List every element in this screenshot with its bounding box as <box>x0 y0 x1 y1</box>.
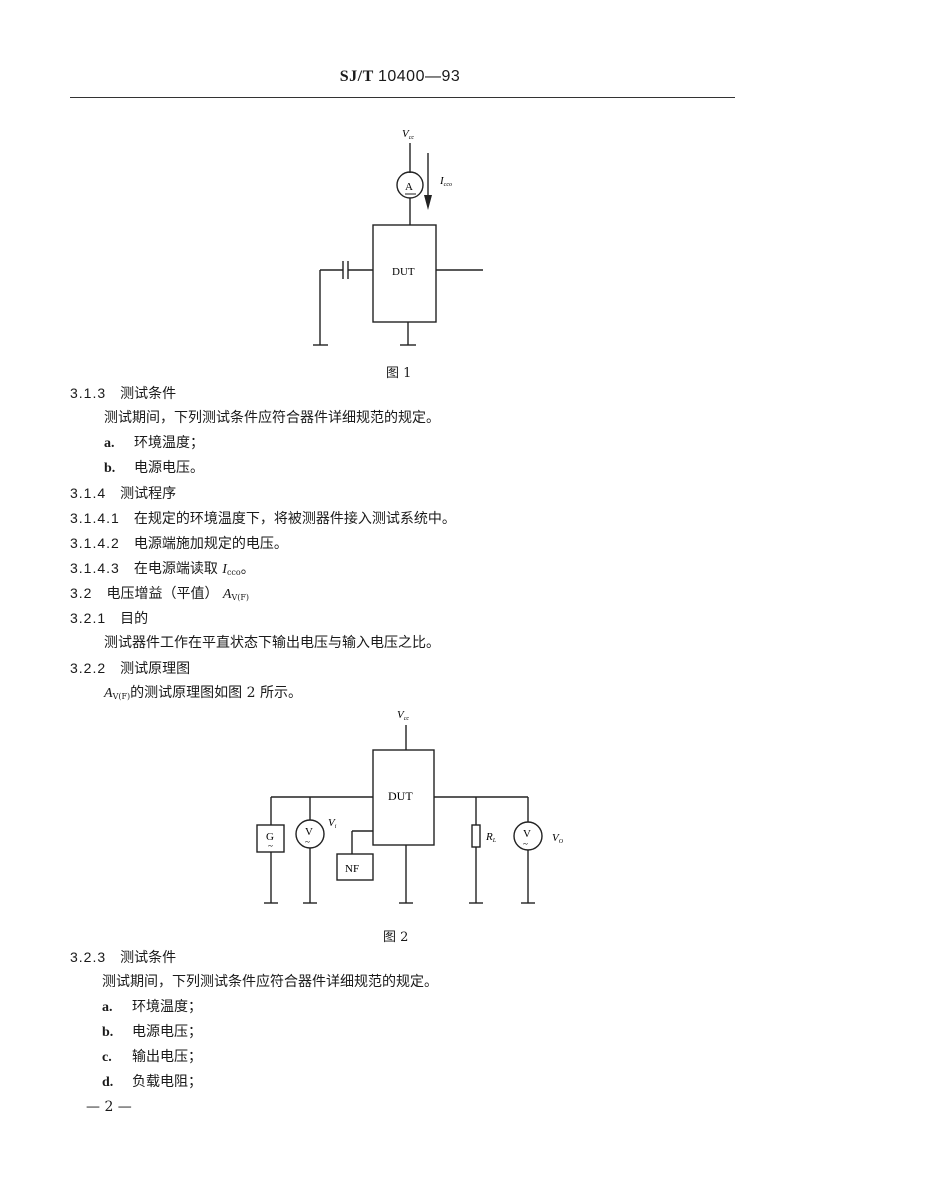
condition-item: d.负载电阻； <box>102 1074 202 1090</box>
fig1-vcc-label: Vcc <box>402 128 414 141</box>
section-3-2-1-text: 测试器件工作在平直状态下输出电压与输入电压之比。 <box>104 635 440 651</box>
document-header: SJ/T 10400—93 <box>0 68 800 86</box>
section-3-2-2-text: AV(F)的测试原理图如图 2 所示。 <box>104 685 302 701</box>
load-resistor-label: RL <box>485 831 497 844</box>
fig2-vcc-label: Vcc <box>397 709 409 722</box>
ac-symbol: ~ <box>305 837 310 847</box>
condition-item: b.电源电压； <box>102 1024 202 1040</box>
fig1-current-label: Icco <box>439 175 452 188</box>
figure-2-caption: 图 2 <box>383 930 409 945</box>
output-voltage-label: VO <box>552 832 564 845</box>
figure-1-circuit: Vcc A Icco DUT <box>313 128 483 346</box>
condition-item: b.电源电压。 <box>104 460 204 476</box>
header-rule <box>70 97 735 98</box>
fig2-dut-label: DUT <box>388 789 413 803</box>
input-voltage-label: Vi <box>328 817 337 830</box>
figure-2-circuit: Vcc DUT G ~ V ~ Vi NF RL V ~ VO <box>256 709 564 904</box>
section-3-1-3-intro: 测试期间，下列测试条件应符合器件详细规范的规定。 <box>104 410 440 426</box>
output-meter-label: V <box>523 828 531 840</box>
standard-number: 10400—93 <box>377 68 461 85</box>
ac-symbol: ~ <box>268 841 273 851</box>
ammeter-label: A <box>405 181 413 193</box>
condition-item: c.输出电压； <box>102 1049 202 1065</box>
fig1-dut-label: DUT <box>392 266 415 278</box>
figure-1-caption: 图 1 <box>386 366 412 381</box>
nf-label: NF <box>345 863 359 875</box>
page-number: — 2 — <box>86 1099 132 1115</box>
condition-item: a.环境温度； <box>104 435 204 451</box>
generator-label: G <box>266 831 274 843</box>
ac-symbol: ~ <box>523 839 528 849</box>
input-meter-label: V <box>305 826 313 838</box>
condition-item: a.环境温度； <box>102 999 202 1015</box>
standard-prefix: SJ/T <box>339 68 374 85</box>
section-3-2-3-intro: 测试期间，下列测试条件应符合器件详细规范的规定。 <box>102 974 438 990</box>
